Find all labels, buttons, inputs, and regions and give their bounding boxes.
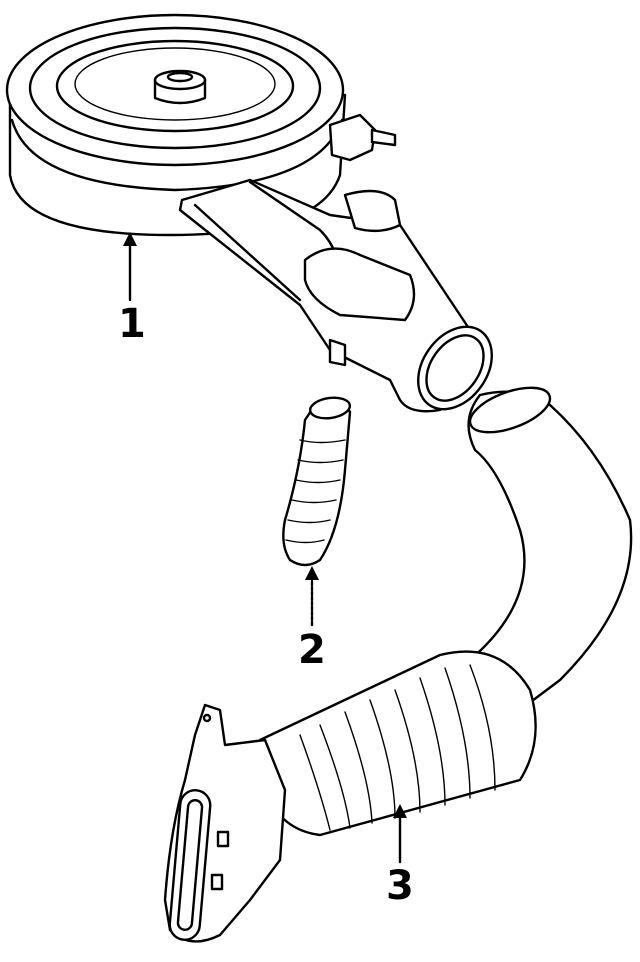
air-intake-duct <box>163 386 633 943</box>
air-cleaner-assembly <box>5 13 397 237</box>
callout-2-arrowhead <box>305 566 319 580</box>
intake-snorkel <box>178 178 493 413</box>
callout-3-label: 3 <box>386 863 414 909</box>
leader-lines <box>123 232 407 864</box>
callout-2-label: 2 <box>298 627 326 673</box>
callout-1-arrowhead <box>123 232 137 246</box>
callout-1-label: 1 <box>118 301 146 347</box>
breather-hose <box>282 396 352 567</box>
callout-3-arrowhead <box>393 804 407 818</box>
